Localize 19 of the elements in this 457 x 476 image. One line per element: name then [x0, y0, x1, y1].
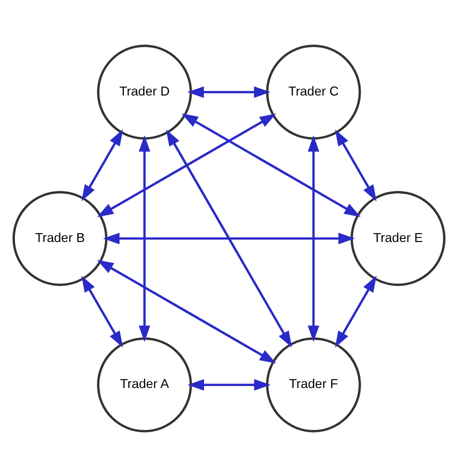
- node-circle: Trader A: [96, 336, 192, 432]
- node-circle: Trader D: [96, 44, 192, 140]
- node-circle: Trader F: [266, 336, 360, 432]
- arrow: [80, 275, 122, 348]
- arrow: [307, 134, 319, 342]
- arrow: [186, 86, 270, 98]
- arrow: [166, 129, 292, 348]
- arrow: [334, 275, 376, 348]
- node-circle: Trader B: [12, 190, 107, 286]
- node-circle: Trader C: [266, 44, 360, 140]
- arrow: [181, 113, 360, 216]
- arrow: [187, 378, 270, 390]
- arrow: [102, 232, 354, 244]
- arrow: [81, 128, 123, 201]
- arrow: [138, 134, 150, 342]
- arrow: [96, 113, 276, 217]
- arrow: [334, 128, 376, 201]
- arrow: [96, 259, 276, 363]
- node-circle: Trader E: [350, 190, 445, 286]
